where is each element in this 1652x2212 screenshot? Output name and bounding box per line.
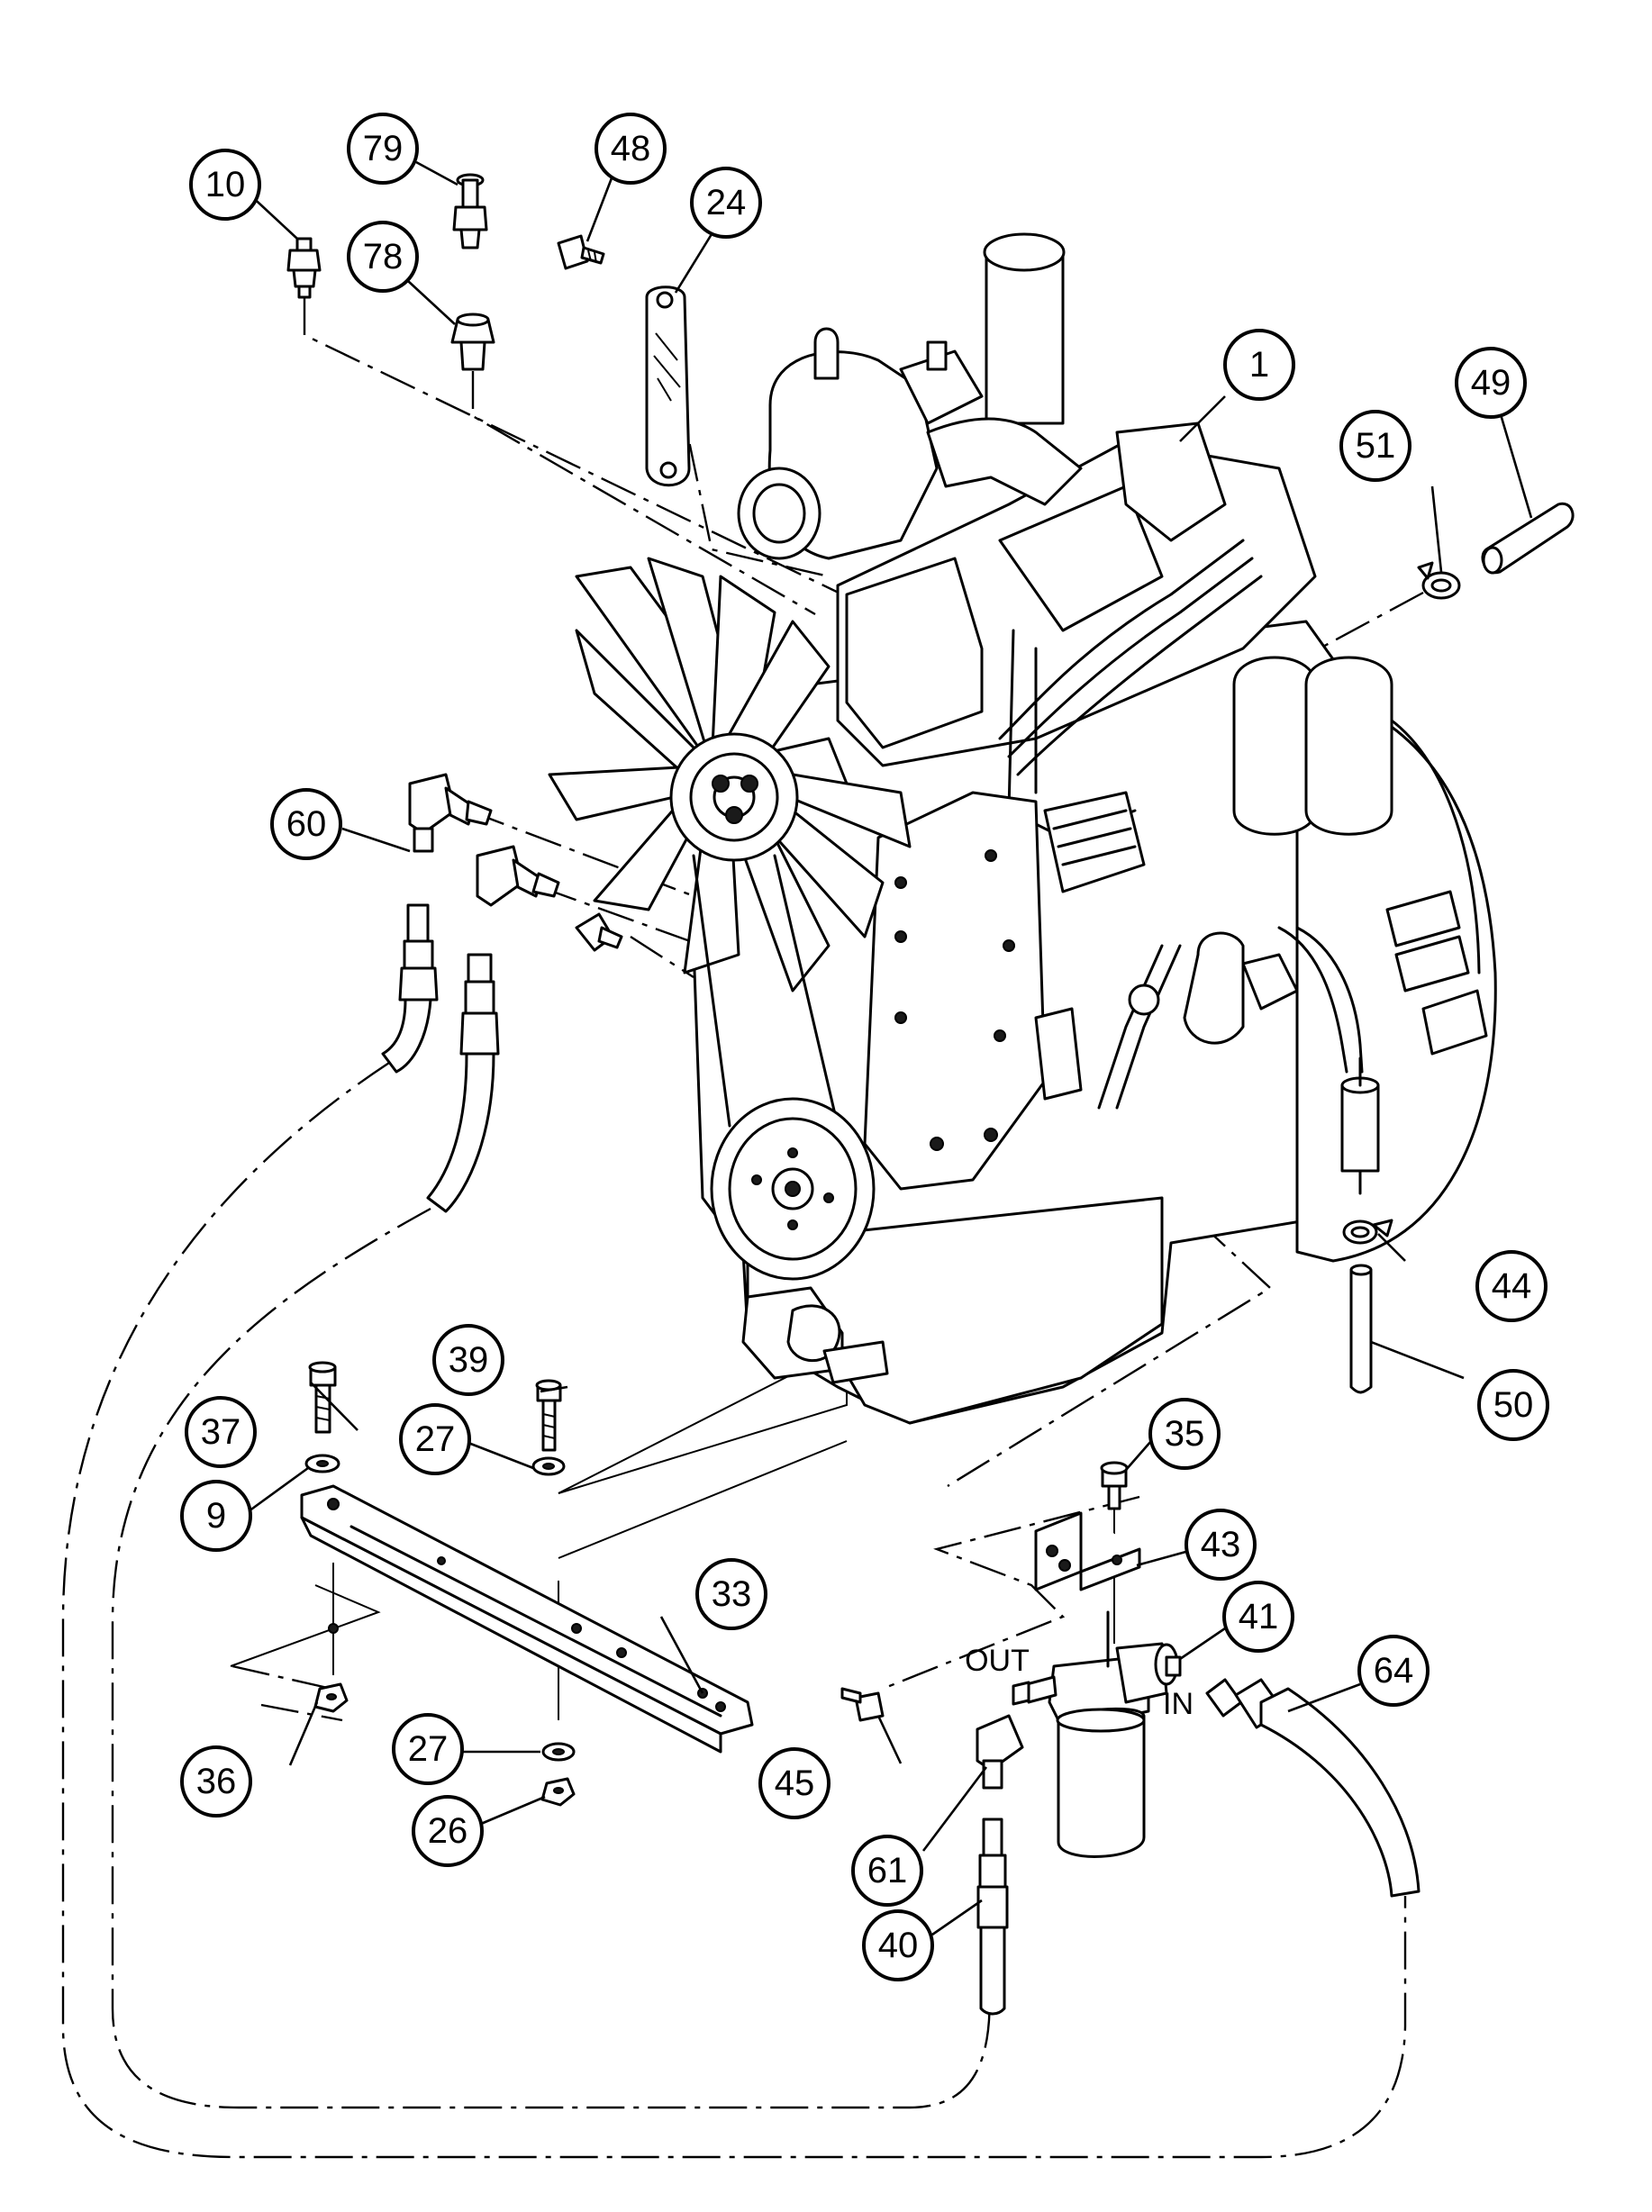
part-27-washer-lower — [541, 1742, 576, 1762]
callout-1: 1 — [1223, 329, 1295, 401]
svg-text:61: 61 — [867, 1851, 908, 1890]
svg-text:45: 45 — [775, 1763, 815, 1803]
svg-text:41: 41 — [1239, 1597, 1279, 1636]
svg-text:26: 26 — [428, 1811, 468, 1851]
part-44-clamp — [1342, 1219, 1393, 1245]
callout-61: 61 — [851, 1835, 923, 1907]
part-10-sender — [286, 237, 322, 299]
timing-cover-bolts — [894, 849, 1015, 1151]
svg-text:9: 9 — [206, 1496, 226, 1536]
svg-text:27: 27 — [415, 1419, 456, 1459]
callout-40: 40 — [862, 1909, 934, 1981]
part-79-fitting — [452, 173, 488, 249]
svg-text:43: 43 — [1201, 1525, 1241, 1564]
part-50-hose — [1349, 1264, 1373, 1394]
part-35-bolt — [1100, 1461, 1129, 1510]
part-43-filter-bracket — [1034, 1511, 1141, 1591]
part-61-elbow — [976, 1714, 1024, 1790]
svg-text:37: 37 — [201, 1412, 241, 1452]
callout-26: 26 — [412, 1795, 484, 1867]
callout-9: 9 — [180, 1480, 252, 1552]
part-26-nut — [540, 1777, 576, 1807]
svg-text:10: 10 — [205, 165, 246, 204]
callout-35: 35 — [1148, 1398, 1221, 1470]
svg-text:24: 24 — [706, 183, 747, 222]
callout-43: 43 — [1185, 1509, 1257, 1581]
callout-49: 49 — [1455, 347, 1527, 419]
svg-text:48: 48 — [611, 129, 651, 168]
part-33-mounting-rail — [230, 1484, 754, 1754]
callout-44: 44 — [1475, 1250, 1548, 1322]
crankshaft-pulley — [710, 1097, 876, 1281]
svg-text:49: 49 — [1471, 363, 1511, 403]
callout-78: 78 — [347, 221, 419, 293]
in-port-label: IN — [1163, 1687, 1194, 1721]
callout-33: 33 — [695, 1558, 767, 1630]
part-41-fuel-filter — [1012, 1610, 1182, 1858]
part-49-hose — [1481, 502, 1575, 575]
part-45-bolt — [840, 1687, 885, 1722]
leader-lines — [233, 160, 1533, 1936]
part-36-nut — [313, 1682, 349, 1713]
svg-text:27: 27 — [408, 1729, 449, 1769]
callout-51: 51 — [1339, 410, 1411, 482]
callout-50: 50 — [1477, 1369, 1549, 1441]
callout-27-upper: 27 — [399, 1403, 471, 1475]
part-60-elbows — [408, 773, 623, 952]
callout-79: 79 — [347, 113, 419, 185]
callout-36: 36 — [180, 1745, 252, 1818]
part-51-hose-clamp — [1417, 561, 1461, 600]
part-78-adapter — [450, 313, 495, 371]
callout-39: 39 — [432, 1324, 504, 1396]
callout-45: 45 — [758, 1747, 831, 1819]
part-64-hose — [1205, 1678, 1421, 1898]
callout-41: 41 — [1222, 1581, 1294, 1653]
svg-text:40: 40 — [878, 1926, 919, 1965]
part-48-bolt — [557, 234, 605, 270]
part-24-lifting-bracket — [645, 286, 691, 487]
svg-text:64: 64 — [1374, 1651, 1414, 1691]
svg-text:50: 50 — [1493, 1385, 1534, 1425]
callout-24: 24 — [690, 167, 762, 239]
callout-27-lower: 27 — [392, 1713, 464, 1785]
part-37-bolt — [308, 1361, 337, 1434]
callout-60: 60 — [270, 788, 342, 860]
part-27-washer-upper — [531, 1456, 566, 1476]
svg-text:36: 36 — [196, 1762, 237, 1801]
callout-10: 10 — [189, 149, 261, 221]
svg-text:79: 79 — [363, 129, 404, 168]
cooling-fan — [548, 557, 912, 1128]
svg-text:35: 35 — [1165, 1414, 1205, 1454]
out-port-label: OUT — [965, 1644, 1030, 1678]
callout-48: 48 — [595, 113, 667, 185]
svg-text:60: 60 — [286, 804, 327, 844]
callout-37: 37 — [185, 1396, 257, 1468]
part-9-washer — [304, 1454, 340, 1473]
part-40-hose — [976, 1818, 1009, 2016]
svg-text:44: 44 — [1492, 1266, 1532, 1306]
callout-64: 64 — [1357, 1635, 1430, 1707]
fuel-hoses-left — [381, 903, 500, 1213]
svg-text:78: 78 — [363, 237, 404, 276]
svg-text:51: 51 — [1356, 426, 1396, 466]
svg-text:39: 39 — [449, 1340, 489, 1380]
svg-text:33: 33 — [712, 1574, 752, 1614]
svg-text:1: 1 — [1249, 345, 1269, 385]
